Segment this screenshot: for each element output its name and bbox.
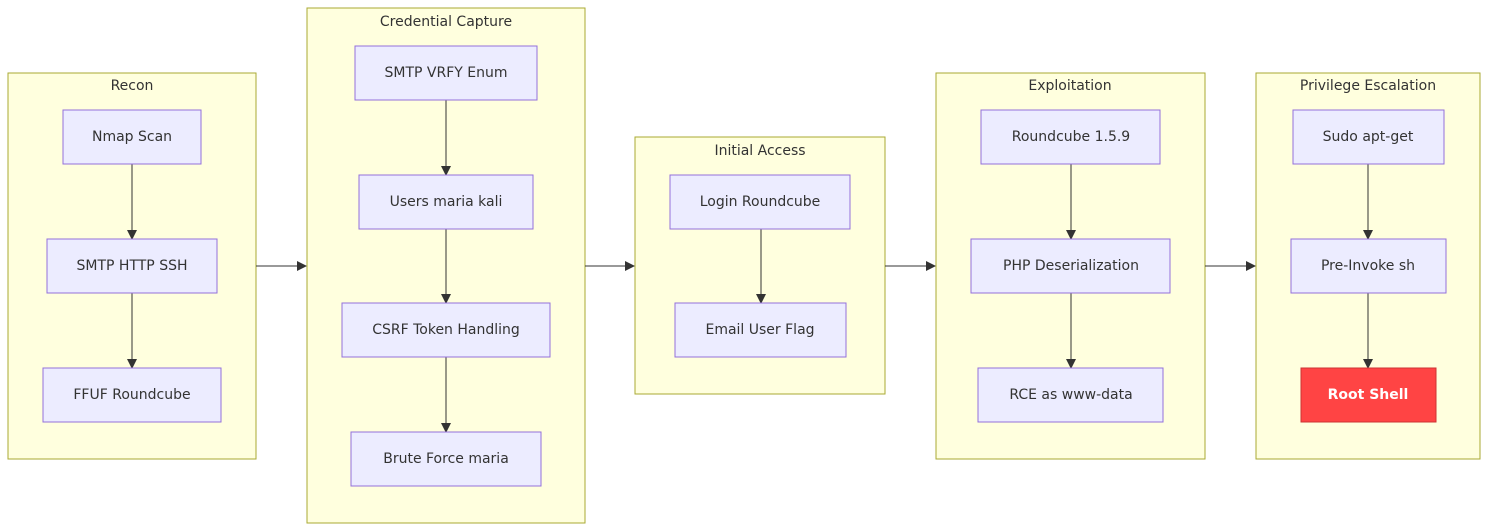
node-label-login-roundcube: Login Roundcube — [700, 194, 821, 210]
node-label-sudo-apt-get: Sudo apt-get — [1323, 129, 1414, 145]
node-label-nmap-scan: Nmap Scan — [92, 129, 172, 145]
node-ffuf-roundcube: FFUF Roundcube — [42, 367, 222, 423]
cluster-title-credential-capture: Credential Capture — [380, 14, 512, 30]
cluster-title-recon: Recon — [111, 78, 154, 94]
node-smtp-vrfy-enum: SMTP VRFY Enum — [354, 45, 538, 101]
node-login-roundcube: Login Roundcube — [669, 174, 851, 230]
node-label-rce-www-data: RCE as www-data — [1009, 387, 1132, 403]
node-label-smtp-vrfy-enum: SMTP VRFY Enum — [385, 65, 508, 81]
node-label-roundcube-159: Roundcube 1.5.9 — [1012, 129, 1130, 145]
node-label-root-shell: Root Shell — [1328, 387, 1409, 403]
node-php-deserialization: PHP Deserialization — [970, 238, 1171, 294]
node-email-user-flag: Email User Flag — [674, 302, 847, 358]
node-smtp-http-ssh: SMTP HTTP SSH — [46, 238, 218, 294]
node-nmap-scan: Nmap Scan — [62, 109, 202, 165]
node-label-users-maria-kali: Users maria kali — [390, 194, 503, 210]
node-pre-invoke-sh: Pre-Invoke sh — [1290, 238, 1447, 294]
node-rce-www-data: RCE as www-data — [977, 367, 1164, 423]
node-label-brute-force-maria: Brute Force maria — [383, 451, 509, 467]
node-label-ffuf-roundcube: FFUF Roundcube — [73, 387, 190, 403]
node-label-smtp-http-ssh: SMTP HTTP SSH — [77, 258, 188, 274]
node-roundcube-159: Roundcube 1.5.9 — [980, 109, 1161, 165]
node-users-maria-kali: Users maria kali — [358, 174, 534, 230]
node-label-email-user-flag: Email User Flag — [705, 322, 814, 338]
cluster-title-initial-access: Initial Access — [714, 143, 805, 159]
node-brute-force-maria: Brute Force maria — [350, 431, 542, 487]
node-label-csrf-token-handling: CSRF Token Handling — [372, 322, 520, 338]
node-label-php-deserialization: PHP Deserialization — [1003, 258, 1139, 274]
node-sudo-apt-get: Sudo apt-get — [1292, 109, 1445, 165]
node-csrf-token-handling: CSRF Token Handling — [341, 302, 551, 358]
cluster-title-privilege-escalation: Privilege Escalation — [1300, 78, 1436, 94]
node-label-pre-invoke-sh: Pre-Invoke sh — [1321, 258, 1415, 274]
node-root-shell: Root Shell — [1300, 367, 1437, 423]
cluster-title-exploitation: Exploitation — [1028, 78, 1111, 94]
